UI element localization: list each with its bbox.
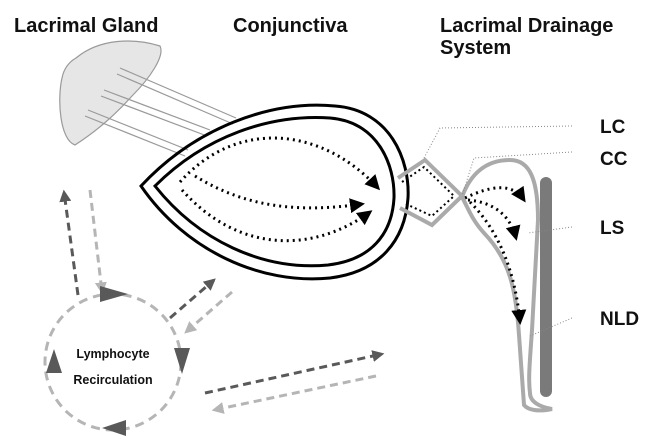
heading-drainage-line2: System <box>440 37 511 59</box>
arrow-gland-to-recirculation <box>90 190 102 292</box>
tear-flow-arrows <box>180 138 378 241</box>
lacrimal-sac-duct-outline <box>462 160 552 410</box>
arrow-drainage-to-recirculation <box>214 376 376 410</box>
lymphocyte-label-line1: Lymphocyte <box>76 347 149 361</box>
label-nld: NLD <box>600 309 639 330</box>
nasal-bone-bar <box>540 177 552 397</box>
heading-drainage-line1: Lacrimal Drainage <box>440 15 613 37</box>
label-cc: CC <box>600 149 628 170</box>
heading-conjunctiva: Conjunctiva <box>233 15 348 37</box>
lymphocyte-label-line2: Recirculation <box>73 373 152 387</box>
label-lc: LC <box>600 117 626 138</box>
arrow-recirculation-to-gland <box>64 192 78 295</box>
conjunctiva-outline <box>141 105 408 279</box>
label-ls: LS <box>600 218 624 239</box>
heading-lacrimal-gland: Lacrimal Gland <box>14 15 159 37</box>
recirculation-circle <box>45 294 181 430</box>
arrow-recirculation-to-drainage <box>205 354 382 393</box>
